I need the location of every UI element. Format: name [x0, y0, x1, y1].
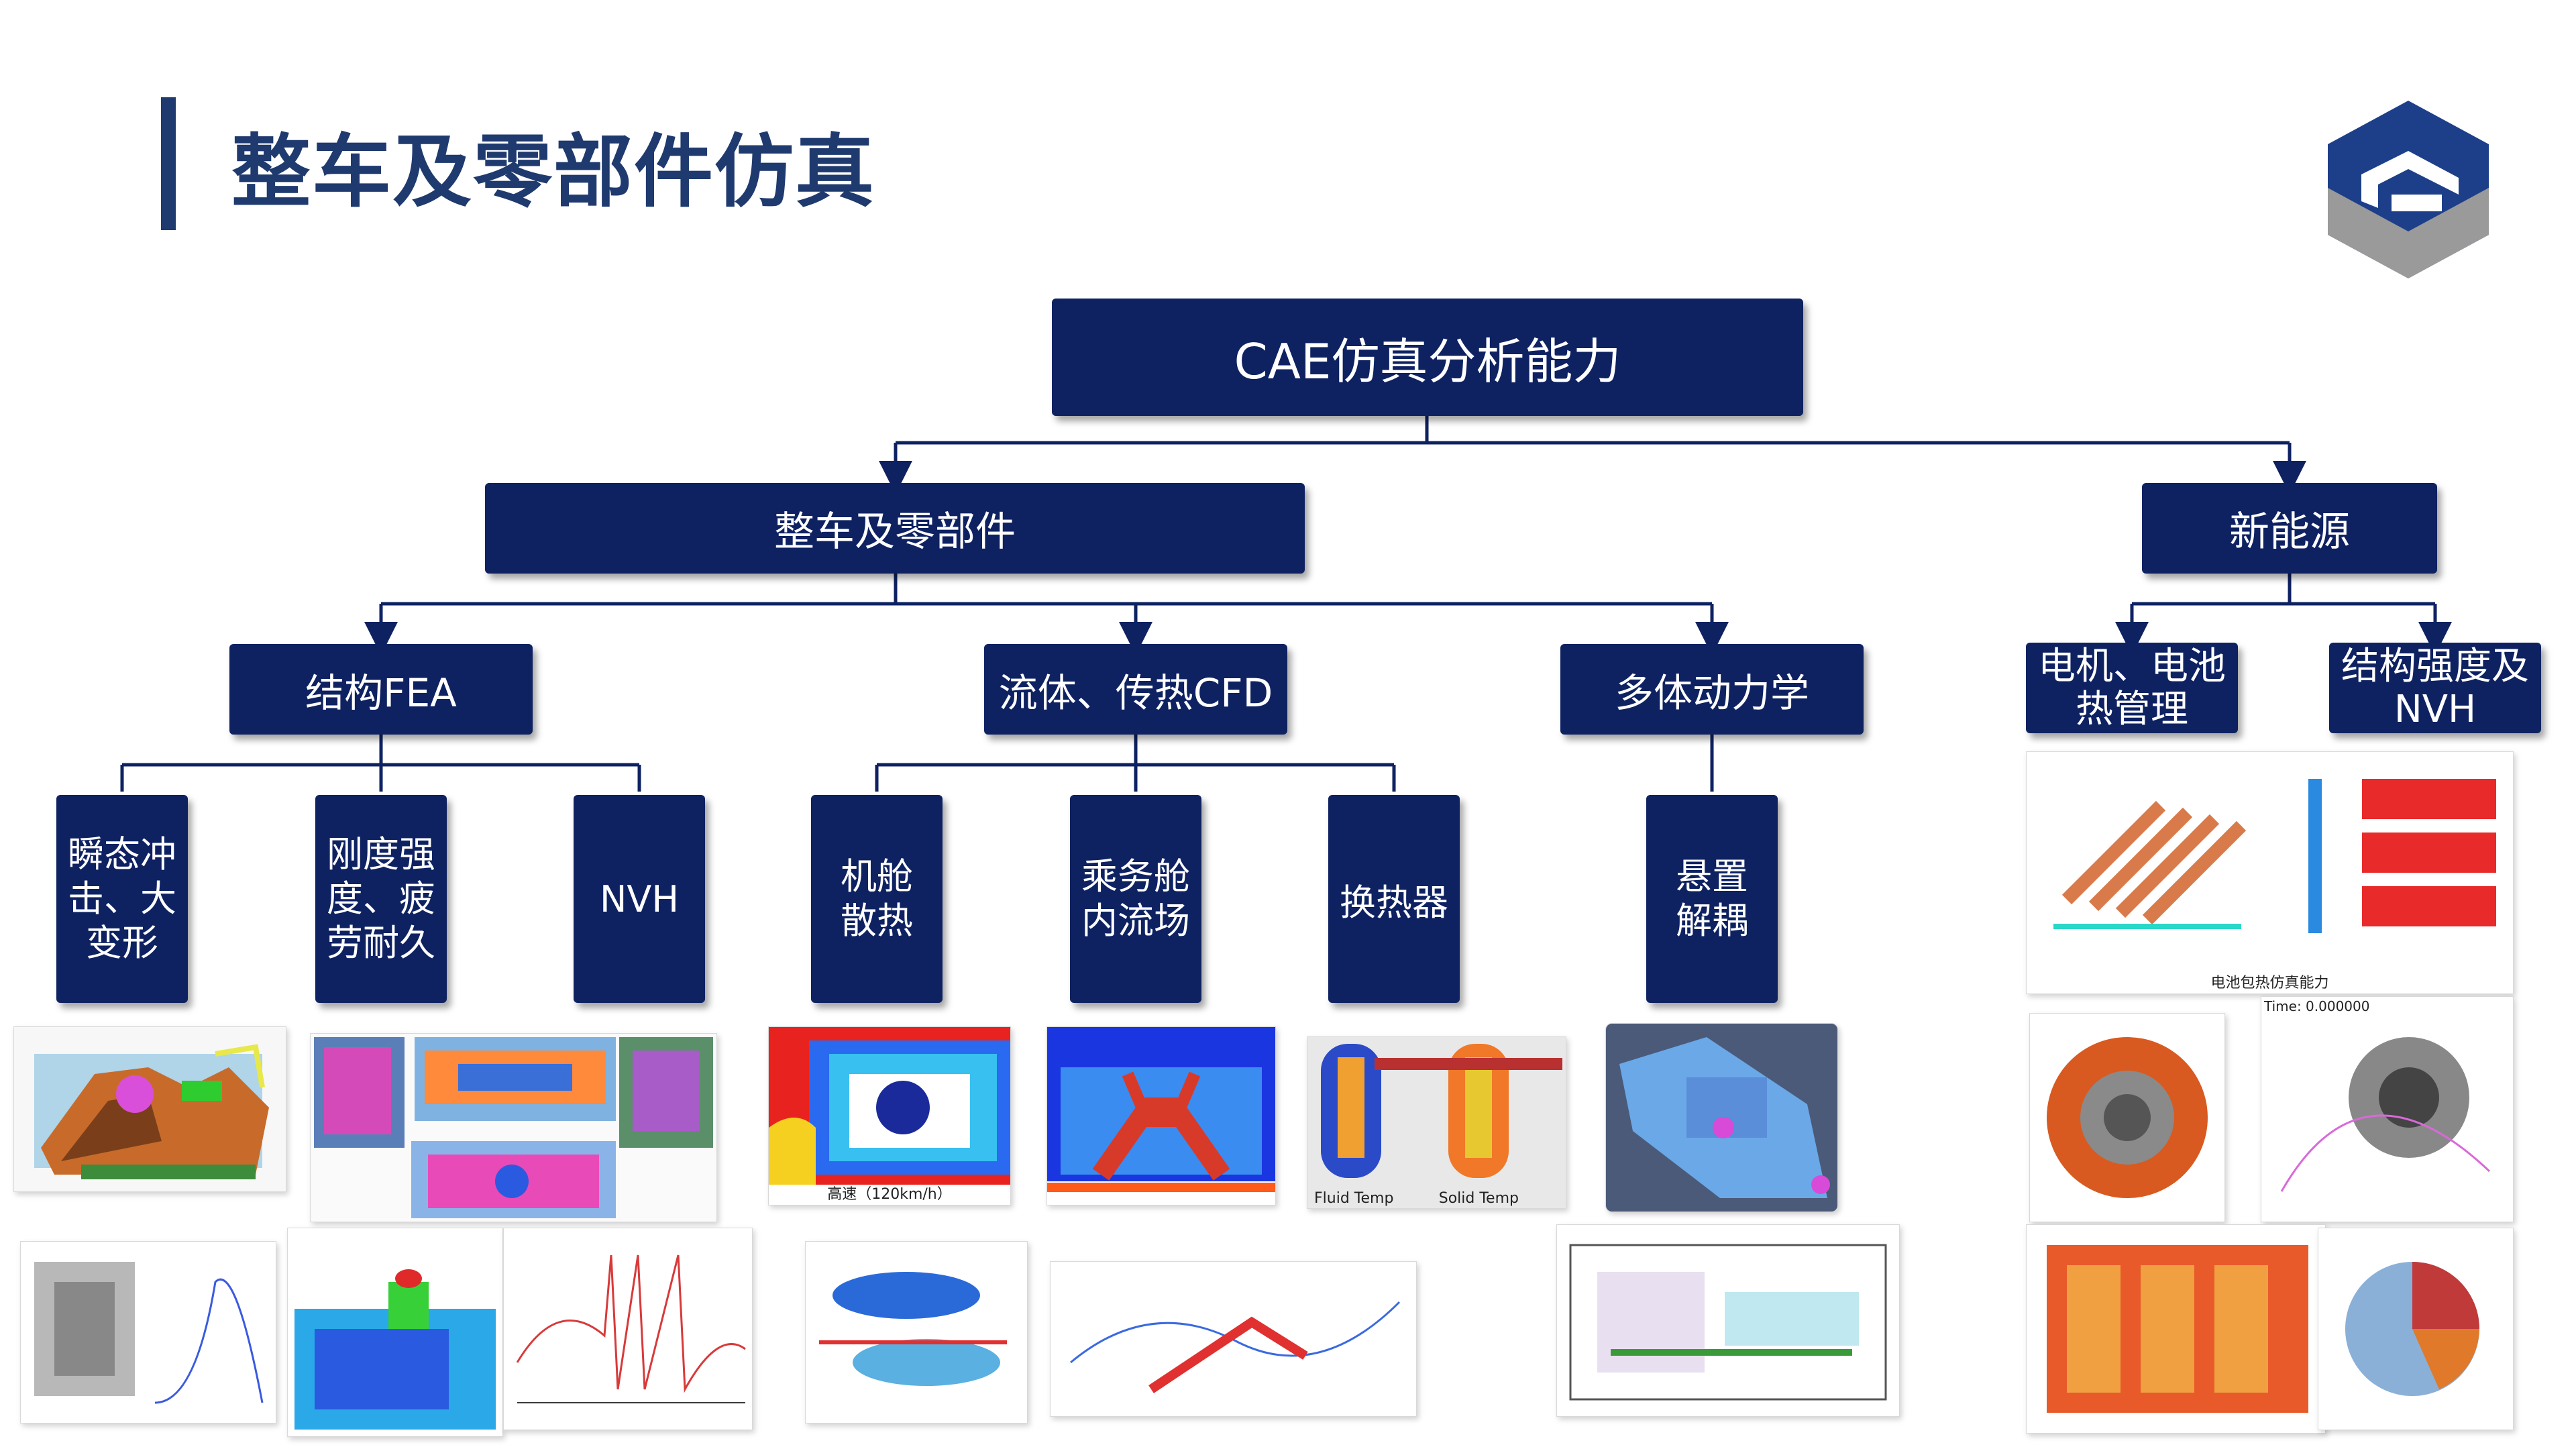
battery-caption: 电池包热仿真能力 — [2210, 975, 2329, 991]
external-flow-image — [805, 1241, 1028, 1424]
battery-pack-temp-image — [2026, 1224, 2326, 1434]
cabin-heat-cfd-image: 高速（120km/h） — [768, 1026, 1011, 1205]
vehicle-node: 整车及零部件 — [485, 483, 1305, 574]
fea-node: 结构FEA — [229, 644, 533, 735]
suspension-mbd-image — [1605, 1023, 1838, 1212]
time-caption: Time: 0.000000 — [2264, 998, 2370, 1014]
strength-nvh-node: 结构强度及NVH — [2329, 643, 2541, 733]
nvh-node: NVH — [574, 795, 705, 1003]
impact-node: 瞬态冲击、大变形 — [56, 795, 188, 1003]
fatigue-stress-image — [287, 1228, 503, 1437]
motor-gearbox-image — [2029, 1013, 2225, 1222]
cfd-speed-caption: 高速（120km/h） — [827, 1186, 952, 1203]
loss-distribution-pie-image — [2318, 1228, 2514, 1430]
cabin-flow-node: 乘务舱内流场 — [1070, 795, 1201, 1003]
heat-exchanger-node: 换热器 — [1328, 795, 1460, 1003]
impact-seat-sim-image — [13, 1026, 286, 1192]
cabin-flow-cfd-image — [1046, 1026, 1276, 1205]
new-energy-node: 新能源 — [2142, 483, 2437, 574]
title-accent-bar — [161, 97, 176, 230]
solid-temp-caption: Solid Temp — [1438, 1190, 1519, 1207]
motor-thermal-node: 电机、电池热管理 — [2026, 643, 2238, 733]
stiffness-node: 刚度强度、疲劳耐久 — [315, 795, 447, 1003]
mbd-node: 多体动力学 — [1560, 644, 1864, 735]
fluid-temp-caption: Fluid Temp — [1314, 1190, 1394, 1207]
suspension-node: 悬置解耦 — [1646, 795, 1778, 1003]
suspension-topology-image — [1556, 1224, 1900, 1417]
stiffness-body-image — [310, 1033, 717, 1222]
battery-thermal-image: 电池包热仿真能力 — [2026, 751, 2514, 994]
cfd-node: 流体、传热CFD — [984, 644, 1287, 735]
nvh-frequency-chart-image — [503, 1228, 753, 1430]
root-node: CAE仿真分析能力 — [1052, 299, 1803, 416]
company-logo-icon — [2328, 101, 2489, 278]
motor-flow-image: Time: 0.000000 — [2261, 996, 2514, 1222]
cabin-streamlines-image — [1050, 1261, 1417, 1417]
heat-exchanger-temp-image: Fluid Temp Solid Temp — [1307, 1036, 1566, 1209]
impact-deformation-chart-image — [20, 1241, 276, 1424]
page-title: 整车及零部件仿真 — [231, 125, 876, 218]
cabin-heat-node: 机舱散热 — [811, 795, 943, 1003]
